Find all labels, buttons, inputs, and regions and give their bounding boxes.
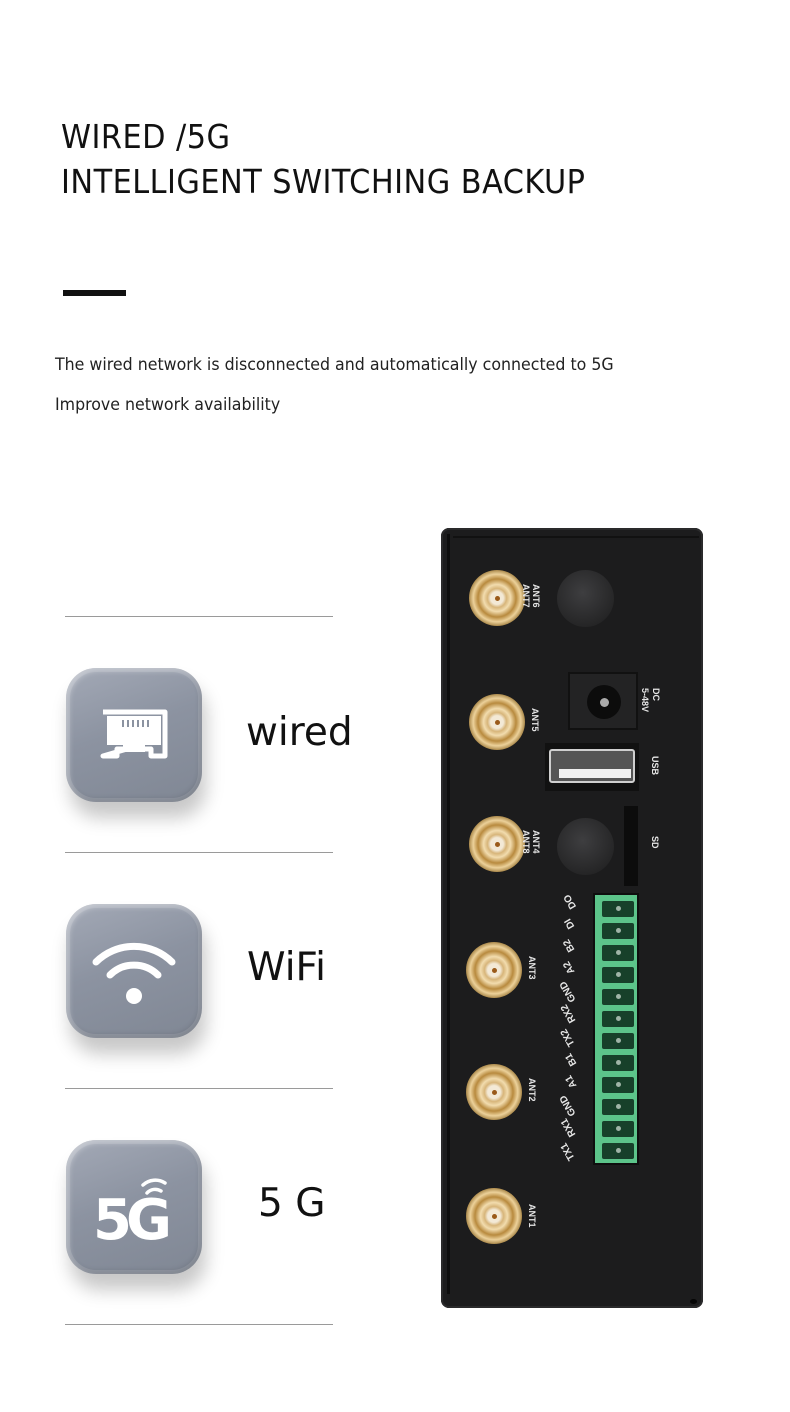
antenna-connector-ant1 [466, 1188, 522, 1244]
title-line-2: INTELLIGENT SWITCHING BACKUP [61, 162, 586, 201]
label-ant5: ANT5 [530, 708, 540, 732]
antenna-connector-ant4 [469, 816, 525, 872]
5g-icon-text: 5G [93, 1188, 168, 1243]
description-line-1: The wired network is disconnected and au… [55, 355, 614, 375]
terminal-block [593, 893, 639, 1165]
antenna-connector-ant2 [466, 1064, 522, 1120]
pin-label-b2: B2 [561, 937, 578, 954]
5g-icon: 5G [66, 1140, 202, 1274]
label-ant4: ANT4 [531, 830, 541, 854]
dc-power-jack [568, 672, 638, 730]
pin-label-gnd: GND [557, 979, 579, 1004]
label-ant2: ANT2 [527, 1078, 537, 1102]
description-line-2: Improve network availability [55, 395, 281, 415]
router-device-panel: ANT6 ANT7 DC 5-48V ANT5 USB ANT4 ANT8 SD… [441, 528, 703, 1308]
title-line-1: WIRED /5G [61, 117, 231, 156]
pin-label-tx2: TX2 [558, 1026, 578, 1049]
pin-label-di: DI [562, 916, 578, 931]
label-ant7: ANT7 [521, 584, 531, 608]
mounting-hole [690, 1299, 697, 1304]
divider [65, 1324, 333, 1325]
divider [65, 852, 333, 853]
label-ant6: ANT6 [531, 584, 541, 608]
title-accent-bar [63, 290, 126, 296]
label-dc-voltage: 5-48V [640, 688, 650, 713]
feature-label-5g: 5 G [258, 1181, 326, 1226]
label-ant1: ANT1 [527, 1204, 537, 1228]
feature-label-wired: wired [246, 710, 353, 755]
pin-label-rx2: RX2 [559, 1002, 579, 1025]
label-ant8: ANT8 [521, 830, 531, 854]
antenna-cap-ant7 [557, 570, 614, 627]
antenna-connector-ant5 [469, 694, 525, 750]
feature-label-wifi: WiFi [247, 945, 326, 990]
divider [65, 1088, 333, 1089]
antenna-cap-ant8 [557, 818, 614, 875]
device-top-edge [453, 536, 699, 538]
divider [65, 616, 333, 617]
label-ant3: ANT3 [527, 956, 537, 980]
ethernet-port-icon [66, 668, 202, 802]
pin-label-do: DO [561, 892, 580, 911]
page-title: WIRED /5G INTELLIGENT SWITCHING BACKUP [61, 114, 585, 204]
label-sd: SD [650, 836, 660, 849]
device-edge [447, 534, 450, 1294]
wifi-icon [66, 904, 202, 1038]
sd-card-slot [624, 806, 638, 886]
pin-label-gnd: GND [557, 1093, 579, 1118]
label-dc: DC [651, 688, 661, 701]
pin-label-a1: A1 [563, 1073, 580, 1090]
pin-label-rx1: RX1 [559, 1116, 579, 1139]
pin-label-tx1: TX1 [558, 1140, 578, 1163]
pin-label-a2: A2 [561, 959, 578, 976]
antenna-connector-ant3 [466, 942, 522, 998]
label-usb: USB [650, 756, 660, 776]
antenna-connector-ant6 [469, 570, 525, 626]
pin-label-b1: B1 [563, 1051, 580, 1068]
usb-port [545, 743, 639, 791]
